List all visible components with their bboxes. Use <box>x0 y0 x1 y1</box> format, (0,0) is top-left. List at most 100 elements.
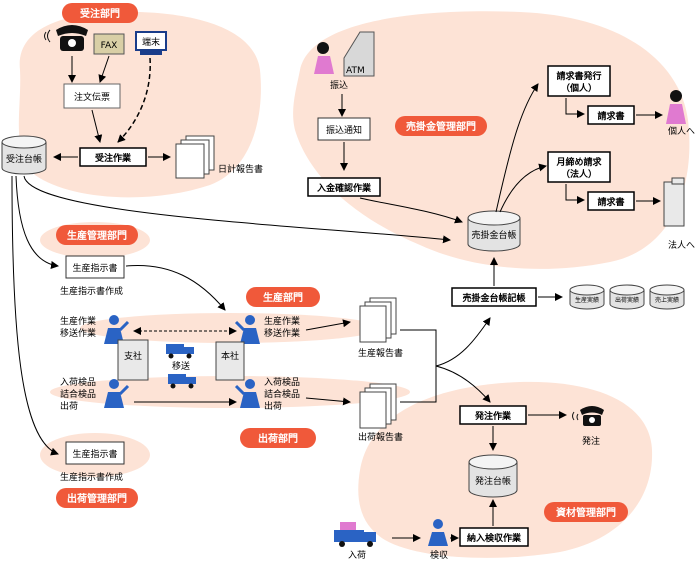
left-work-label-1: 生産作業 <box>60 315 96 327</box>
order-ledger-db: 受注台帳 <box>1 135 47 175</box>
arrow-deposit-to-ledger <box>359 197 463 224</box>
invoice-issue-box: 請求書発行 （個人） <box>547 65 611 97</box>
ordering-label: 発注 <box>582 435 600 447</box>
receiving-inspection-box: 納入検収作業 <box>459 527 529 547</box>
corporate-paren-label: （法人） <box>561 168 597 180</box>
instruction-doc-1: 生産指示書 <box>65 255 125 279</box>
branch-label: 支社 <box>124 350 142 362</box>
transfer-notice-doc: 振込通知 <box>317 117 371 141</box>
arrow-issue-to-invoice-1 <box>565 98 585 118</box>
arrow-ledger-to-instruction-2 <box>11 175 59 456</box>
worker-icon-right-top <box>234 315 260 344</box>
truck-icon-bottom <box>168 374 196 389</box>
order-slip-label: 注文伝票 <box>74 91 110 103</box>
head-office-building: 本社 <box>215 341 245 381</box>
arrow-ledger-to-instruction-1 <box>15 175 59 269</box>
ledger-posting-box: 売掛金台帳記帳 <box>451 287 537 307</box>
fax-icon: FAX <box>93 33 125 55</box>
invoice-issue-label: 請求書発行 <box>556 70 601 82</box>
production-report-label: 生産報告書 <box>358 347 403 359</box>
arrow-ledger-to-monthly <box>499 163 547 213</box>
shipping-results-label: 出荷実績 <box>615 296 639 304</box>
terminal-icon: 端末 <box>135 31 167 55</box>
atm-machine: ATM <box>343 31 375 77</box>
sales-results-db: 売上実績 <box>649 284 685 310</box>
ledger-posting-label: 売掛金台帳記帳 <box>462 292 525 304</box>
right-work-label-2: 移送作業 <box>264 327 300 339</box>
order-ledger-label: 受注台帳 <box>6 153 42 165</box>
dept-label-materials: 資材管理部門 <box>556 506 616 519</box>
instruction-doc-2: 生産指示書 <box>65 441 125 465</box>
order-slip-doc: 注文伝票 <box>63 83 121 109</box>
arrow-reports-to-posting <box>435 317 491 367</box>
left-work-label-2: 移送作業 <box>60 327 96 339</box>
ordering-ledger-label: 発注台帳 <box>475 475 511 487</box>
deposit-check-label: 入金確認作業 <box>316 182 372 194</box>
telephone-icon <box>44 25 88 51</box>
branch-building: 支社 <box>117 339 149 381</box>
head-office-label: 本社 <box>221 350 239 362</box>
right-work-label-1: 生産作業 <box>264 315 300 327</box>
receivables-ledger-label: 売掛金台帳 <box>471 229 516 241</box>
shipping-results-db: 出荷実績 <box>609 284 645 310</box>
truck-icon-top <box>166 344 194 359</box>
production-results-db: 生産実績 <box>569 284 605 310</box>
shipping-left-label-1: 入荷検品 <box>60 376 96 388</box>
dept-label-receivables: 売掛金管理部門 <box>406 120 476 133</box>
daily-report-docs <box>175 135 215 179</box>
instruction-label-2: 生産指示書 <box>72 448 117 460</box>
receiving-inspection-label: 納入検収作業 <box>467 532 522 544</box>
dept-label-production: 生産部門 <box>263 291 303 304</box>
worker-icon-right-bottom <box>234 379 260 408</box>
deposit-check-box: 入金確認作業 <box>307 177 381 197</box>
arrow-to-production-report <box>305 319 351 331</box>
inspection-label: 検収 <box>430 549 448 561</box>
monthly-billing-label: 月締め請求 <box>555 156 602 168</box>
shipping-left-label-2: 詰合検品 <box>60 388 96 400</box>
arrival-truck-icon <box>334 522 376 547</box>
production-report-docs <box>359 297 397 343</box>
arrow-fax-to-slip <box>98 55 110 83</box>
instruction-label-1: 生産指示書 <box>72 262 117 274</box>
arrow-slip-to-order-work <box>91 109 103 143</box>
terminal-label: 端末 <box>142 36 160 48</box>
order-work-box: 受注作業 <box>79 147 147 167</box>
dept-badge-production: 生産部門 <box>246 287 320 307</box>
dept-label-order: 受注部門 <box>80 7 120 20</box>
arrow-to-shipping-report <box>305 397 351 406</box>
arrow-ledger-to-receivables <box>23 175 451 244</box>
dept-badge-receivables: 売掛金管理部門 <box>395 116 487 136</box>
ordering-phone-icon <box>572 406 604 426</box>
inspection-worker-icon <box>428 519 448 546</box>
arrow-instruction-to-head-office <box>125 264 226 311</box>
shipping-right-label-1: 入荷検品 <box>264 376 300 388</box>
production-row-region <box>80 313 380 343</box>
ordering-work-label: 発注作業 <box>474 410 512 422</box>
sales-results-label: 売上実績 <box>655 296 679 304</box>
atm-person-icon <box>314 42 334 74</box>
production-results-label: 生産実績 <box>575 296 599 304</box>
transfer-payment-label: 振込 <box>330 79 348 91</box>
dept-label-shipping: 出荷部門 <box>258 432 298 445</box>
monthly-billing-box: 月締め請求 （法人） <box>547 151 611 183</box>
shipping-report-docs <box>359 383 397 429</box>
corporate-building-icon <box>663 177 685 227</box>
instruction-create-label-2: 生産指示書作成 <box>60 471 123 483</box>
dept-badge-shipping: 出荷部門 <box>240 428 316 448</box>
to-corporate-label: 法人へ <box>668 239 695 251</box>
dept-badge-shipping-mgmt: 出荷管理部門 <box>56 488 138 508</box>
dept-label-shipping-mgmt: 出荷管理部門 <box>67 492 127 505</box>
invoice-box-1: 請求書 <box>587 105 635 125</box>
shipping-report-label: 出荷報告書 <box>358 431 403 443</box>
daily-report-label: 日計報告書 <box>218 163 263 175</box>
dept-badge-order: 受注部門 <box>62 3 138 23</box>
arrival-label: 入荷 <box>348 550 366 561</box>
shipping-left-label-3: 出荷 <box>60 400 78 412</box>
dept-badge-production-mgmt: 生産管理部門 <box>56 225 138 245</box>
arrow-terminal-to-order-work <box>117 57 151 143</box>
invoice-box-2: 請求書 <box>587 191 635 211</box>
individual-person-icon <box>666 90 686 124</box>
atm-label: ATM <box>346 66 365 76</box>
invoice-label-1: 請求書 <box>597 110 624 122</box>
